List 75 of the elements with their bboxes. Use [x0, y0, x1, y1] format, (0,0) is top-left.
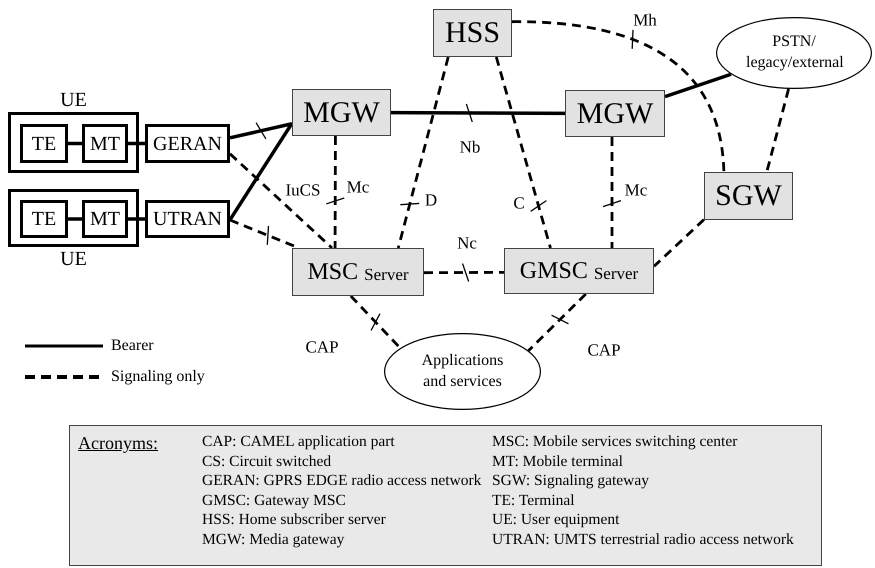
node-title: MSC [307, 260, 358, 284]
connector [765, 88, 790, 172]
acronym-entry: MGW: Media gateway [202, 530, 346, 549]
network-element [82, 124, 128, 163]
connector [494, 56, 552, 248]
connector [512, 20, 726, 172]
interface-label: IuCS [286, 182, 320, 198]
interface-label: C [513, 194, 525, 212]
node-title: MGW [303, 98, 380, 128]
legend-label: Signaling only [111, 369, 205, 385]
connector [602, 137, 622, 248]
node-label: MT [90, 134, 120, 154]
network-node [292, 89, 391, 136]
interface-label: Nb [460, 138, 480, 156]
network-node [504, 248, 654, 294]
acronym-heading: Acronyms: [78, 432, 159, 454]
node-title: GMSC [520, 259, 588, 283]
interface-label: CAP [587, 342, 621, 358]
node-subtitle: Server [594, 262, 638, 282]
acronym-entry: CAP: CAMEL application part [202, 432, 396, 452]
node-title: MGW [576, 98, 654, 128]
node-label: UTRAN [153, 209, 222, 229]
equipment-label: UE [60, 88, 87, 112]
network-element [82, 200, 128, 238]
connector [326, 136, 344, 248]
acronym-entry: HSS: Home subscriber server [202, 510, 387, 530]
interface-label: Mc [346, 178, 370, 196]
connector [228, 122, 294, 221]
connector [350, 295, 402, 350]
acronym-panel [69, 425, 822, 566]
network-node [565, 90, 665, 137]
network-node [704, 172, 793, 220]
connector [128, 217, 145, 221]
interface-label: Mc [624, 182, 648, 198]
connector [528, 293, 587, 352]
acronym-entry: SGW: Signaling gateway [492, 471, 650, 490]
node-label: GERAN [153, 134, 222, 154]
connector [653, 218, 705, 268]
equipment-label: UE [60, 247, 87, 271]
connector [68, 217, 82, 221]
interface-label: D [424, 192, 438, 208]
connector [128, 142, 145, 146]
connector [391, 104, 565, 122]
acronym-entry: CS: Circuit switched [202, 452, 332, 471]
legend-label: Bearer [111, 338, 154, 354]
node-title: SGW [715, 181, 782, 211]
connector [230, 122, 292, 140]
acronym-entry: MT: Mobile terminal [492, 452, 624, 471]
acronym-entry: TE: Terminal [492, 490, 576, 510]
network-element [145, 200, 230, 238]
network-node [433, 9, 512, 57]
node-label: TE [32, 134, 56, 154]
node-label: PSTN/ legacy/external [746, 32, 842, 73]
acronym-entry: UE: User equipment [492, 510, 620, 530]
connector [424, 263, 504, 282]
connector [396, 56, 450, 248]
connector [229, 152, 333, 250]
node-label: MT [90, 209, 120, 229]
acronym-entry: GERAN: GPRS EDGE radio access network [202, 471, 482, 490]
acronym-entry: GMSC: Gateway MSC [202, 490, 347, 510]
network-node [292, 248, 424, 296]
network-element [20, 124, 68, 163]
acronym-entry: MSC: Mobile services switching center [492, 432, 738, 452]
node-label: Applications and services [420, 350, 504, 392]
node-title: HSS [444, 18, 500, 48]
connector [664, 72, 732, 98]
connector [68, 142, 82, 146]
acronym-entry: UTRAN: UMTS terrestrial radio access network [492, 530, 795, 549]
network-element [20, 200, 68, 238]
node-subtitle: Server [364, 264, 409, 282]
network-element [145, 124, 230, 163]
interface-label: Mh [633, 12, 657, 28]
interface-label: Nc [457, 234, 477, 252]
interface-label: CAP [305, 338, 339, 356]
node-label: TE [32, 209, 56, 229]
